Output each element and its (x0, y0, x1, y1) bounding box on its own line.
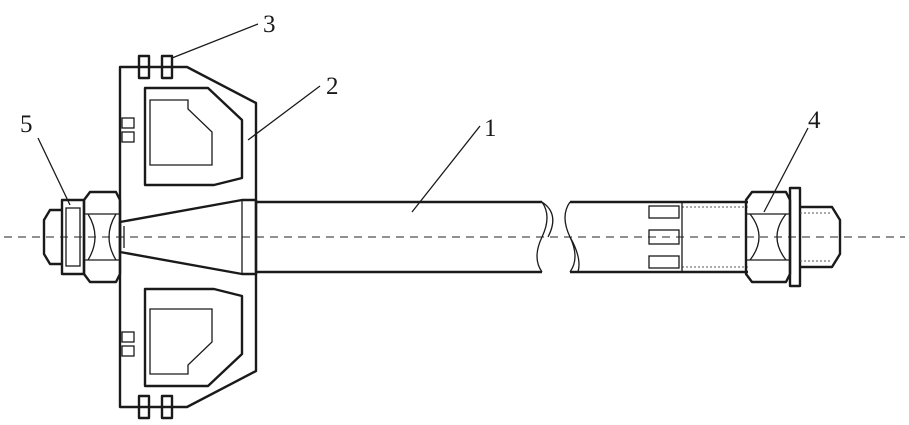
rod-break-right-inner (569, 236, 580, 273)
anchor-plate-body (118, 65, 258, 409)
lugs-part-3 (137, 54, 174, 420)
lower-side-slot-b (121, 345, 135, 357)
leader-5 (37, 137, 71, 206)
callout-3: 3 (263, 11, 276, 38)
callout-2: 2 (326, 73, 339, 100)
upper-side-slot-b (121, 131, 135, 143)
leader-3 (171, 23, 259, 59)
right-hex-nut (744, 190, 792, 284)
lower-cavity-bevel (149, 308, 213, 375)
leader-2 (247, 85, 321, 141)
callout-1: 1 (484, 115, 497, 142)
top-lug-right (160, 54, 174, 80)
rod-slot-3 (648, 255, 680, 269)
bottom-lug-right (160, 394, 174, 420)
callout-5: 5 (20, 111, 33, 138)
rod-break-left-inner (541, 201, 554, 238)
right-bolt-end (800, 205, 842, 269)
nut-chamfer-right (108, 213, 117, 261)
rod-slot-1 (648, 205, 680, 219)
top-lug-left (137, 54, 151, 80)
anchor-plate-lower-cavity (143, 287, 244, 388)
lower-side-slot-a (121, 331, 135, 343)
upper-side-slot-a (121, 117, 135, 129)
upper-cavity-bevel (149, 99, 213, 166)
leader-1 (411, 125, 481, 213)
bottom-lug-left (137, 394, 151, 420)
callout-4: 4 (808, 107, 821, 134)
right-nut-chamfer-left (749, 213, 760, 261)
leader-lines (37, 23, 809, 213)
left-bolt-end (42, 208, 62, 266)
anchor-plate-part-2 (118, 65, 258, 409)
leader-4 (763, 127, 809, 213)
left-nut-part-5 (42, 190, 122, 284)
anchor-plate-upper-cavity (143, 86, 244, 187)
